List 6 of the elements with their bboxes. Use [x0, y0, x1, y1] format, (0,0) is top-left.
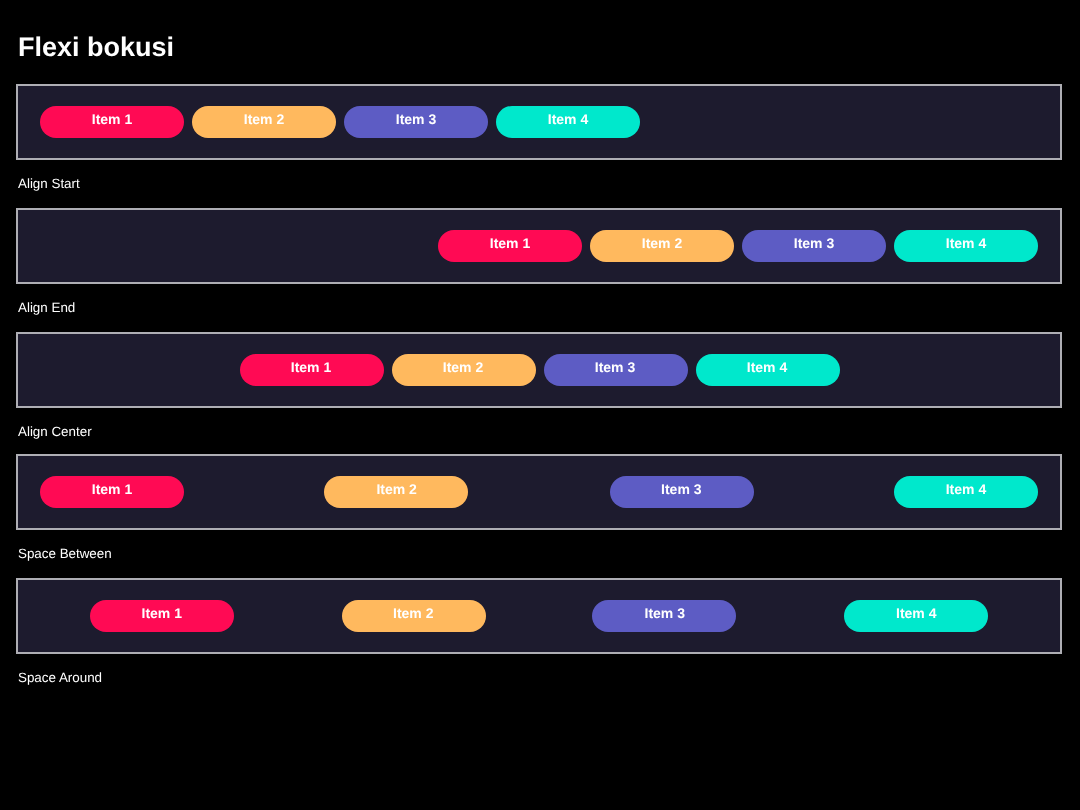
page-title: Flexi bokusi — [18, 32, 175, 64]
flex-container — [16, 208, 1062, 284]
flex-container — [16, 84, 1062, 160]
flex-container — [16, 578, 1062, 654]
flex-container — [16, 454, 1062, 530]
flex-container — [16, 332, 1062, 408]
